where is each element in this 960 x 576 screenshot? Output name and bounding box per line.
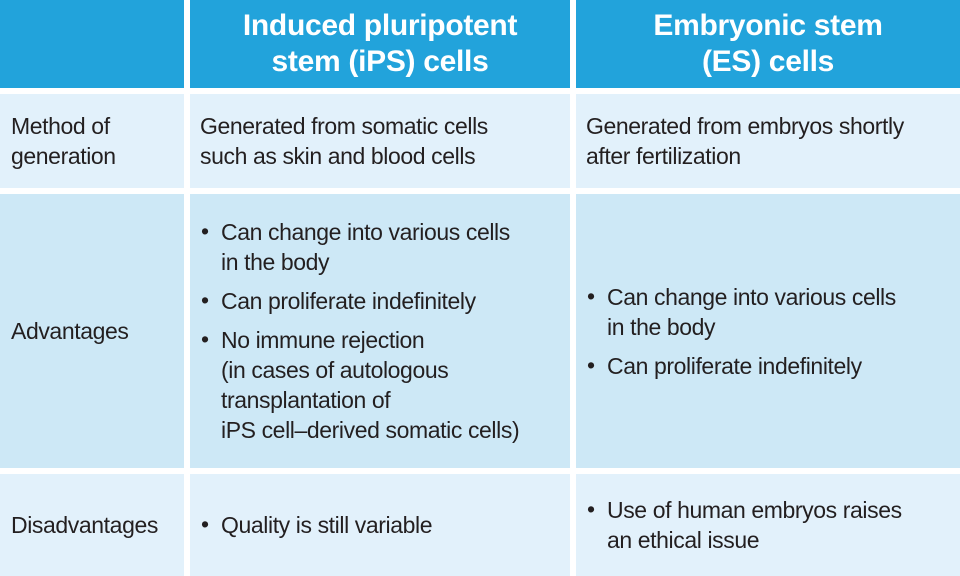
bullet-item: Can change into various cells in the bod… [200,216,562,277]
cell-advantages-ips: Can change into various cells in the bod… [190,194,570,468]
cell-method-es: Generated from embryos shortly after fer… [576,94,960,188]
bullet-item: Can proliferate indefinitely [200,285,562,316]
bullet-item: Use of human embryos raises an ethical i… [586,494,952,555]
cell-disadvantages-ips: Quality is still variable [190,474,570,576]
disadvantages-ips-list: Quality is still variable [200,509,562,540]
advantages-es-list: Can change into various cells in the bod… [586,281,952,381]
header-es-cells: Embryonic stem (ES) cells [576,0,960,88]
bullet-item: Can change into various cells in the bod… [586,281,952,342]
row-label-disadvantages: Disadvantages [0,474,184,576]
advantages-ips-list: Can change into various cells in the bod… [200,216,562,445]
bullet-item: No immune rejection (in cases of autolog… [200,324,562,445]
cell-disadvantages-es: Use of human embryos raises an ethical i… [576,474,960,576]
row-label-method-of-generation: Method of generation [0,94,184,188]
cell-method-ips: Generated from somatic cells such as ski… [190,94,570,188]
row-label-advantages: Advantages [0,194,184,468]
bullet-item: Can proliferate indefinitely [586,350,952,381]
cell-advantages-es: Can change into various cells in the bod… [576,194,960,468]
header-ips-cells: Induced pluripotent stem (iPS) cells [190,0,570,88]
bullet-item: Quality is still variable [200,509,562,540]
header-empty-cell [0,0,184,88]
disadvantages-es-list: Use of human embryos raises an ethical i… [586,494,952,555]
